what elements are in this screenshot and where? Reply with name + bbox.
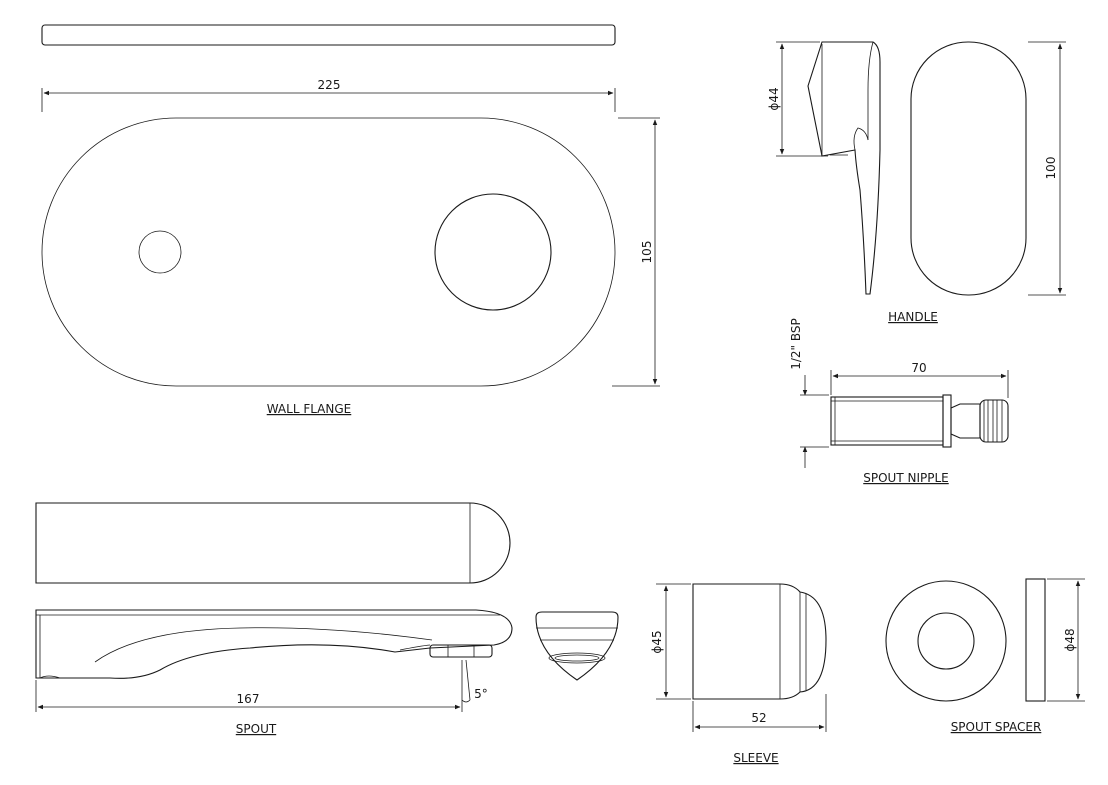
handle-height-label: 100 <box>1044 157 1058 180</box>
spout-side-view <box>35 609 513 679</box>
sleeve-diameter-dimension: ϕ45 <box>650 583 691 700</box>
spout-spacer-side-view <box>1025 578 1046 702</box>
flange-width-dimension: 225 <box>41 78 616 112</box>
spout-spacer-front-view <box>885 580 1007 702</box>
nipple-length-dimension: 70 <box>830 361 1009 398</box>
handle-side-view <box>807 41 881 295</box>
sleeve-length-label: 52 <box>751 711 766 725</box>
spout-title: SPOUT <box>236 722 277 736</box>
handle-diameter-dimension: ϕ44 <box>767 41 828 157</box>
sleeve-view <box>692 583 827 700</box>
spout-length-dimension: 167 <box>35 660 463 712</box>
spout-spacer-title: SPOUT SPACER <box>951 720 1042 734</box>
wall-flange-front-view <box>41 117 616 387</box>
spout-aerator <box>429 644 493 658</box>
handle-front-view <box>910 41 1027 296</box>
spacer-diameter-dimension: ϕ48 <box>1047 578 1085 702</box>
spout-nipple-view <box>830 394 1009 448</box>
nipple-thread-label: 1/2" BSP <box>789 318 803 370</box>
flange-height-dimension: 105 <box>612 117 660 387</box>
nipple-thread-dimension: 1/2" BSP <box>789 318 829 468</box>
nipple-length-label: 70 <box>911 361 926 375</box>
wall-flange-top-view <box>41 24 616 46</box>
sleeve-length-dimension: 52 <box>692 694 827 732</box>
spout-length-label: 167 <box>237 692 260 706</box>
handle-diameter-label: ϕ44 <box>767 87 781 110</box>
spout-top-view <box>35 502 511 584</box>
spout-end-view <box>535 611 619 681</box>
spout-angle-dimension: 5° <box>461 659 488 703</box>
flange-height-label: 105 <box>640 241 654 264</box>
sleeve-diameter-label: ϕ45 <box>650 630 664 653</box>
flange-small-hole <box>138 230 182 274</box>
spout-nipple-title: SPOUT NIPPLE <box>863 471 948 485</box>
handle-title: HANDLE <box>888 310 938 324</box>
sleeve-title: SLEEVE <box>733 751 778 765</box>
spout-angle-label: 5° <box>474 687 488 701</box>
spacer-diameter-label: ϕ48 <box>1063 628 1077 651</box>
wall-flange-title: WALL FLANGE <box>267 402 352 416</box>
flange-width-label: 225 <box>318 78 341 92</box>
flange-large-hole <box>434 193 552 311</box>
handle-height-dimension: 100 <box>1028 41 1066 296</box>
